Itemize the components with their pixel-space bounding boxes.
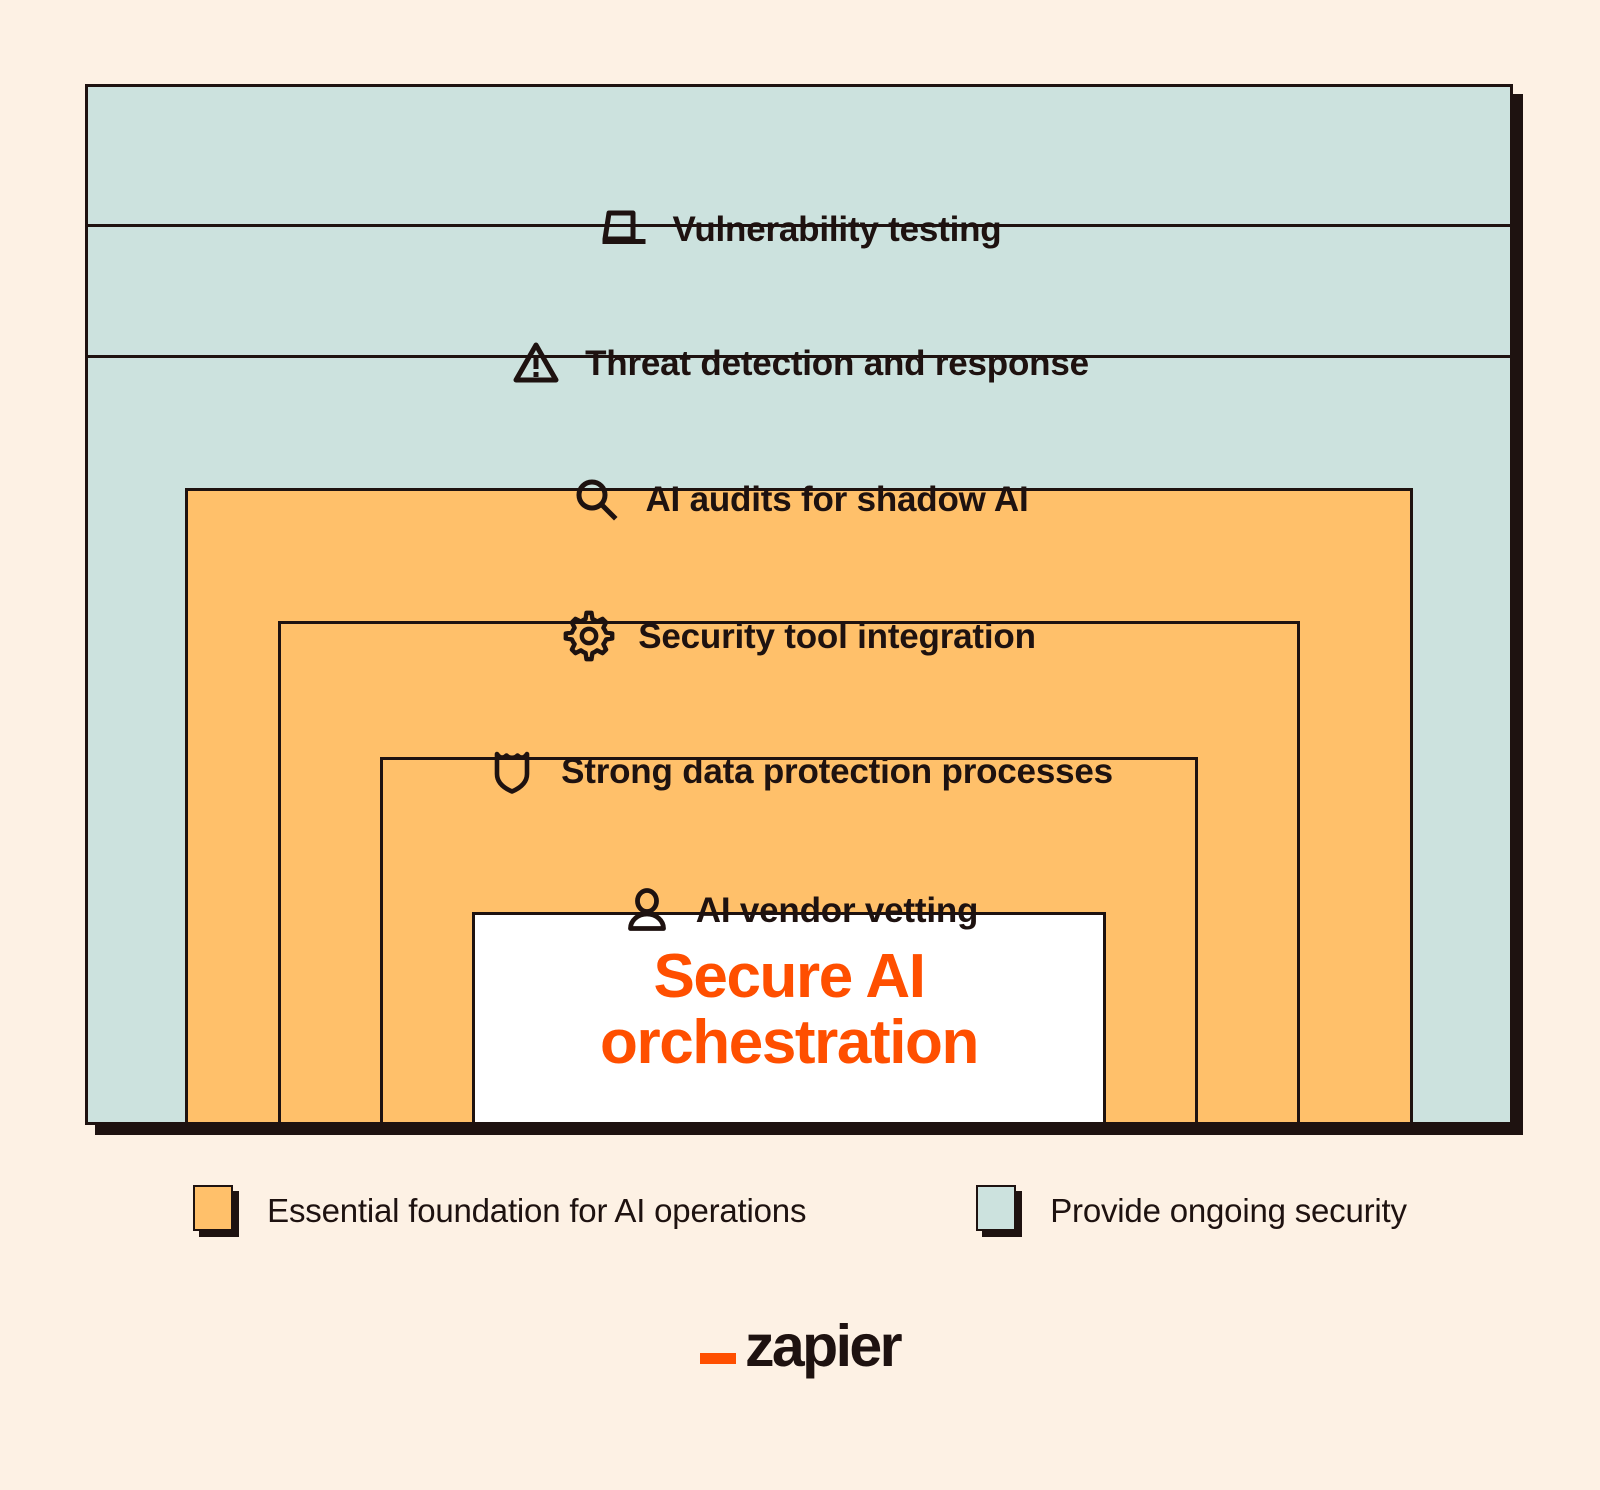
legend-label: Provide ongoing security <box>1050 1192 1407 1229</box>
logo-wordmark: zapier <box>745 1313 903 1379</box>
legend-swatch-fill <box>193 1185 234 1231</box>
logo-underscore-mark <box>700 1353 737 1365</box>
core-callout: Secure AI orchestration <box>472 944 1106 1075</box>
legend-label: Essential foundation for AI operations <box>267 1192 807 1229</box>
legend-swatch-amber <box>193 1185 240 1237</box>
nested-pyramid-diagram: Vulnerability testing Threat detection a… <box>85 84 1523 1135</box>
zapier-logo: zapier <box>0 1313 1600 1379</box>
legend: Essential foundation for AI operations P… <box>0 1185 1600 1237</box>
legend-swatch-teal <box>976 1185 1023 1237</box>
core-line-1: Secure AI <box>653 942 926 1011</box>
legend-item-ongoing-security: Provide ongoing security <box>976 1185 1407 1237</box>
core-line-2: orchestration <box>600 1007 979 1077</box>
legend-item-essential-foundation: Essential foundation for AI operations <box>193 1185 806 1237</box>
legend-swatch-fill <box>976 1185 1017 1231</box>
layer-core-secure-ai <box>472 912 1106 1125</box>
